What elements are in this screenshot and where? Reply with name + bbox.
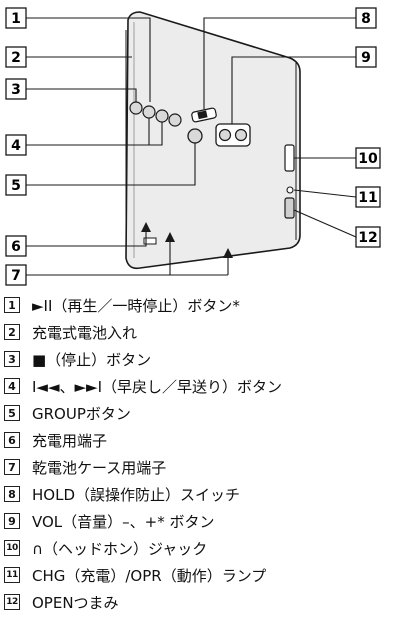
- legend-item-5: 5 GROUPボタン: [4, 402, 131, 424]
- callout-4: 4: [5, 134, 27, 156]
- legend-number: 2: [4, 324, 20, 340]
- callout-7: 7: [5, 264, 27, 286]
- legend-text: OPENつまみ: [32, 593, 119, 612]
- device-body: [125, 11, 301, 270]
- svg-text:8: 8: [361, 11, 371, 27]
- legend-item-7: 7 乾電池ケース用端子: [4, 456, 166, 478]
- callout-1: 1: [5, 7, 27, 29]
- group-button: [187, 128, 203, 144]
- callout-lines: [26, 17, 357, 276]
- legend-text: ■（停止）ボタン: [32, 350, 152, 369]
- legend-item-12: 12 OPENつまみ: [4, 591, 119, 613]
- legend-number: 9: [4, 513, 20, 529]
- legend-item-9: 9 VOL（音量）–、+* ボタン: [4, 510, 215, 532]
- svg-text:9: 9: [361, 50, 371, 66]
- callout-10: 10: [355, 147, 381, 169]
- legend-number: 11: [4, 567, 20, 583]
- legend-item-4: 4 I◄◄、►►I（早戻し／早送り）ボタン: [4, 375, 282, 397]
- legend-item-8: 8 HOLD（誤操作防止）スイッチ: [4, 483, 240, 505]
- svg-text:4: 4: [11, 138, 21, 154]
- legend-item-2: 2 充電式電池入れ: [4, 321, 137, 343]
- callout-9: 9: [355, 46, 377, 68]
- legend-text: CHG（充電）/OPR（動作）ランプ: [32, 566, 267, 585]
- callout-5: 5: [5, 174, 27, 196]
- legend-number: 1: [4, 297, 20, 313]
- svg-text:6: 6: [11, 239, 21, 255]
- legend-text: HOLD（誤操作防止）スイッチ: [32, 485, 240, 504]
- legend-text: ►II（再生／一時停止）ボタン*: [32, 296, 240, 315]
- legend-item-10: 10 ∩（ヘッドホン）ジャック: [4, 537, 207, 559]
- arrow-heads: [141, 222, 233, 258]
- callout-12: 12: [355, 226, 381, 248]
- svg-text:7: 7: [11, 268, 21, 284]
- svg-text:2: 2: [11, 50, 21, 66]
- legend-text: 乾電池ケース用端子: [32, 458, 167, 477]
- legend-text: 充電用端子: [32, 431, 108, 450]
- legend-number: 10: [4, 540, 20, 556]
- svg-text:11: 11: [358, 190, 377, 206]
- legend-number: 7: [4, 459, 20, 475]
- legend-number: 12: [4, 594, 20, 610]
- legend-text: ∩（ヘッドホン）ジャック: [32, 539, 208, 558]
- legend-text: I◄◄、►►I（早戻し／早送り）ボタン: [32, 377, 282, 396]
- legend-text: GROUPボタン: [32, 404, 131, 423]
- svg-text:5: 5: [11, 178, 21, 194]
- svg-text:3: 3: [11, 82, 21, 98]
- legend-text: 充電式電池入れ: [32, 323, 138, 342]
- hold-switch: [191, 107, 217, 123]
- callout-8: 8: [355, 7, 377, 29]
- legend-item-3: 3 ■（停止）ボタン: [4, 348, 151, 370]
- svg-text:12: 12: [358, 230, 377, 246]
- svg-text:1: 1: [11, 11, 21, 27]
- legend-text: VOL（音量）–、+* ボタン: [32, 512, 215, 531]
- charging-terminal: [143, 237, 157, 245]
- chg-lamp: [286, 186, 294, 194]
- headphone-jack: [284, 144, 295, 172]
- legend-number: 8: [4, 486, 20, 502]
- callout-11: 11: [355, 186, 381, 208]
- callout-3: 3: [5, 78, 27, 100]
- legend-number: 6: [4, 432, 20, 448]
- legend-number: 4: [4, 378, 20, 394]
- callout-2: 2: [5, 46, 27, 68]
- legend-item-1: 1 ►II（再生／一時停止）ボタン*: [4, 294, 240, 316]
- legend-item-11: 11 CHG（充電）/OPR（動作）ランプ: [4, 564, 266, 586]
- vol-buttons: [215, 123, 251, 147]
- svg-text:10: 10: [358, 151, 378, 167]
- open-knob: [284, 197, 295, 219]
- callout-6: 6: [5, 235, 27, 257]
- legend-number: 5: [4, 405, 20, 421]
- legend-number: 3: [4, 351, 20, 367]
- device-diagram: 1 2 3 4 5 6 7 8 9 10 11 12: [5, 7, 381, 286]
- legend-item-6: 6 充電用端子: [4, 429, 107, 451]
